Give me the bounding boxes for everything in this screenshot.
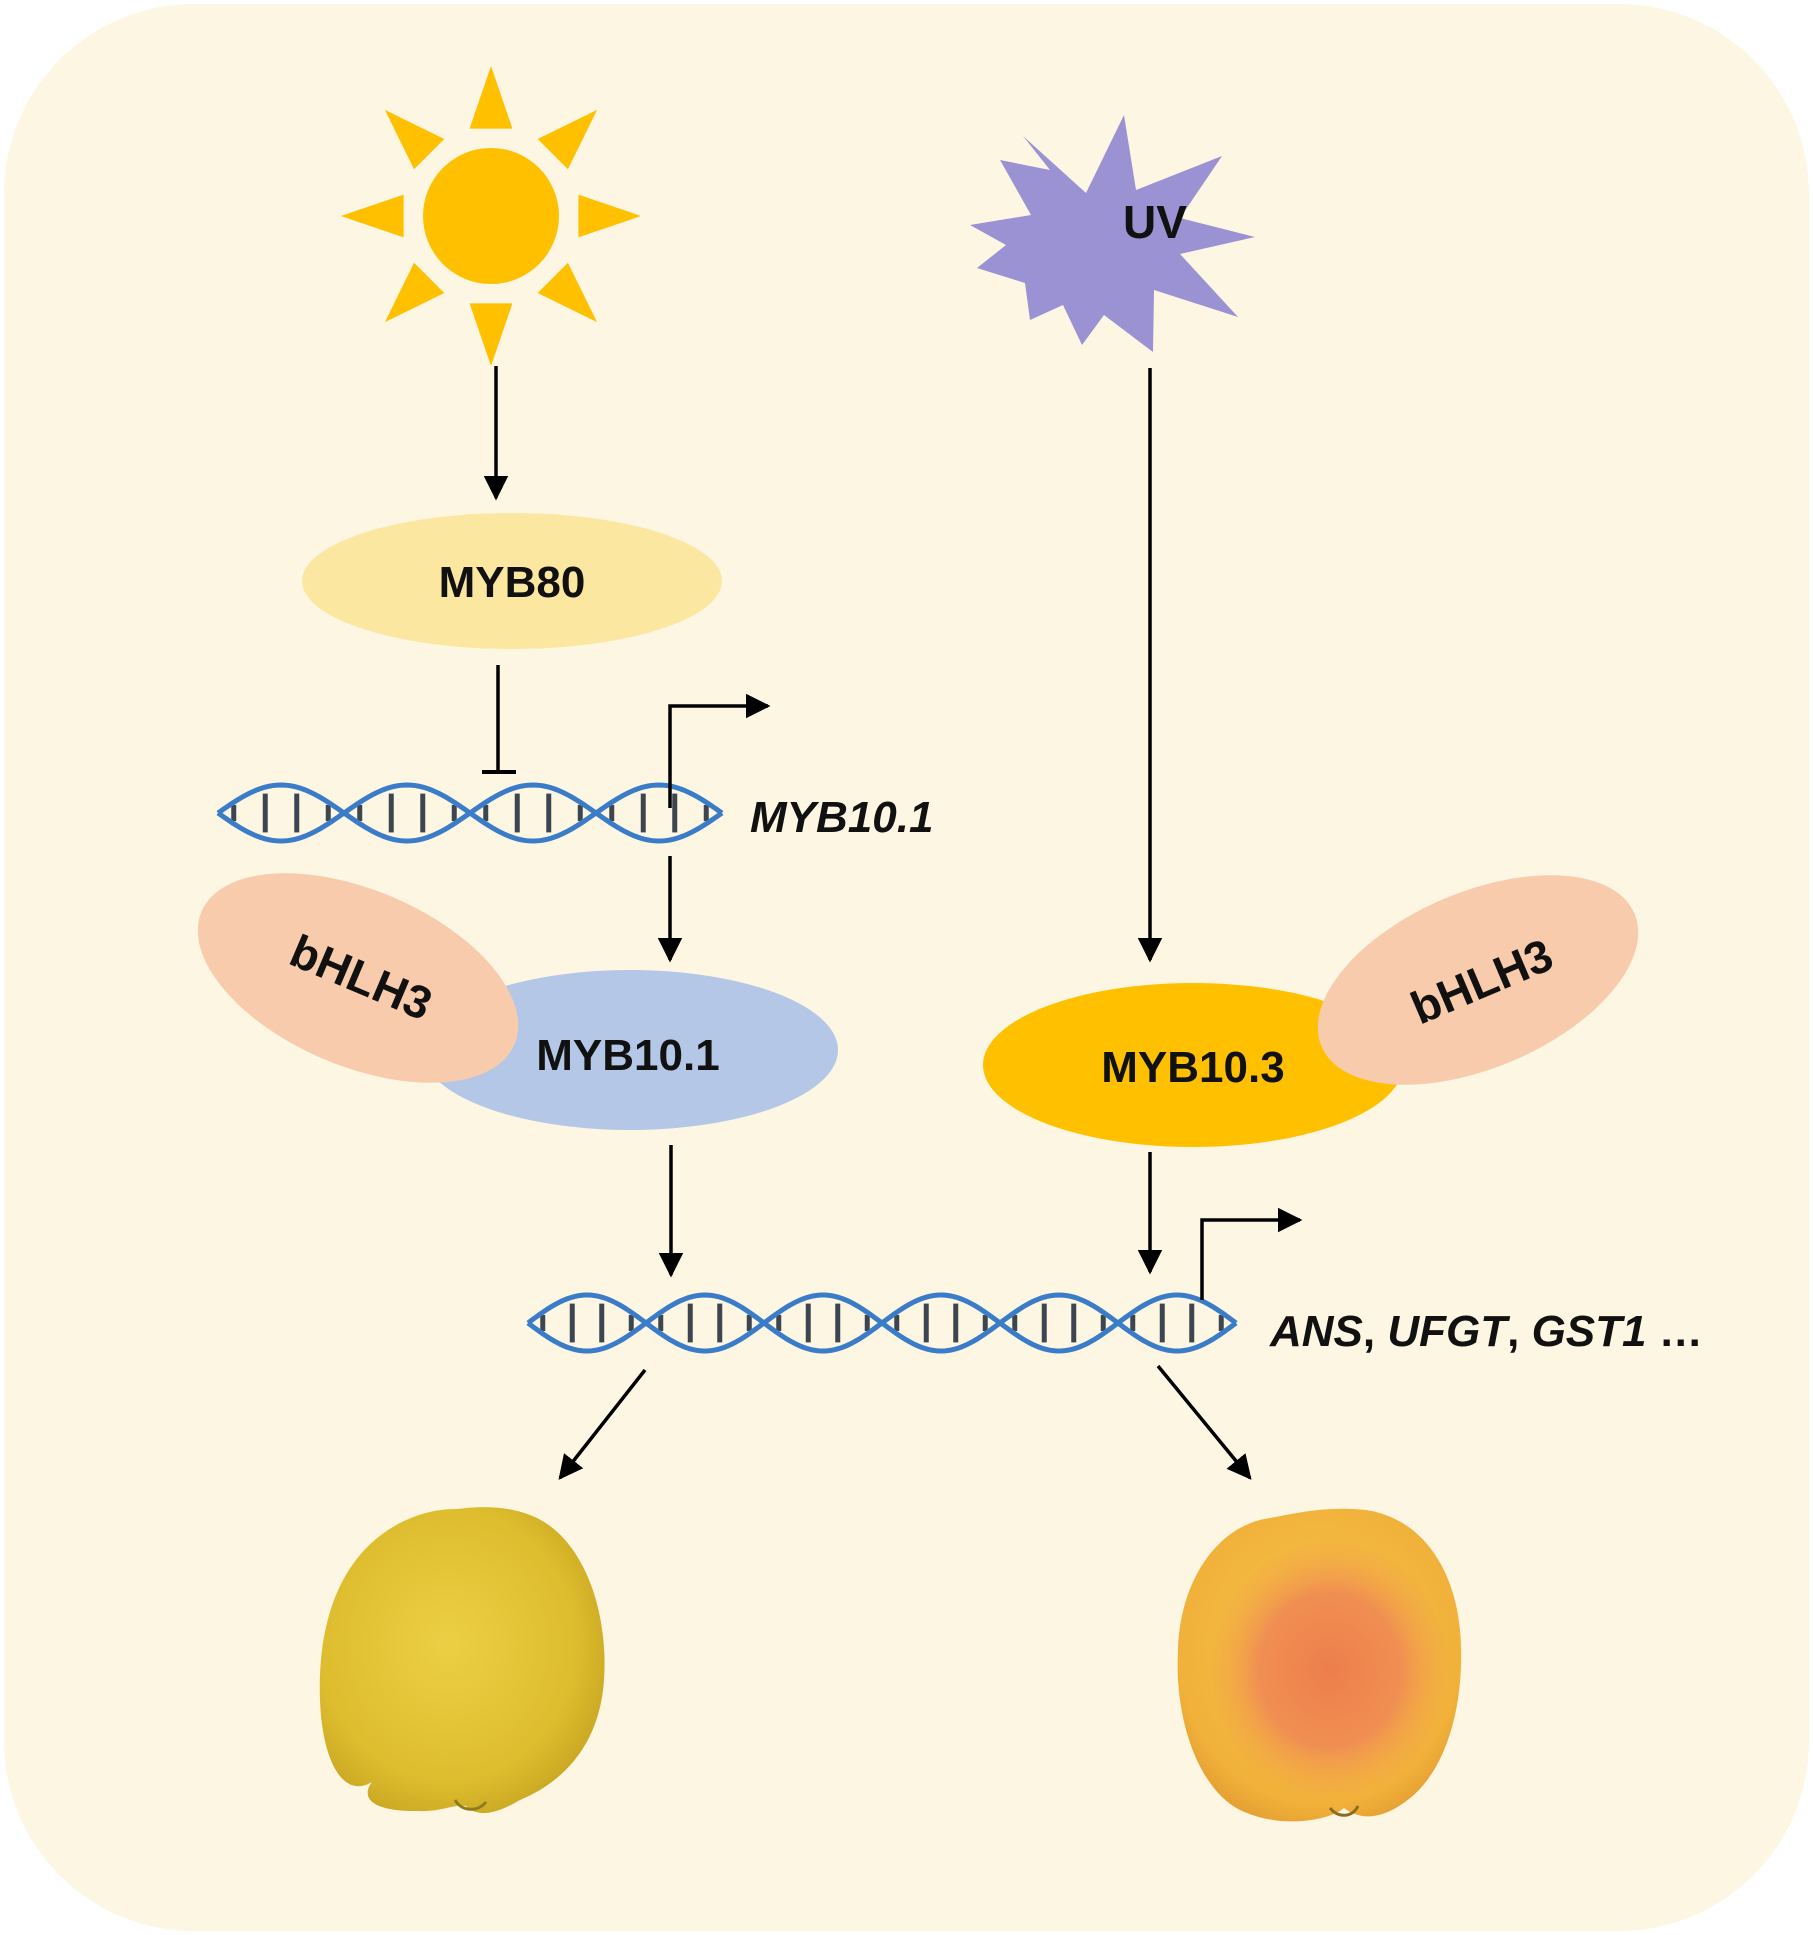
sun-icon [341,66,641,366]
sun-ray [469,66,513,129]
yellow-peach-body [319,1507,605,1814]
target-genes-label: ANS, UFGT, GST1 … [1269,1307,1703,1356]
myb10-1-bhlh3-complex: bHLH3 MYB10.1 [197,873,838,1130]
sun-disk [423,148,559,284]
myb80-protein: MYB80 [302,513,722,649]
myb10-1-protein-label: MYB10.1 [536,1031,719,1080]
dna-helix-myb10-1 [216,782,724,844]
dna-to-right-fruit-arrow [1156,1364,1252,1480]
ufgt-gene-label: UFGT [1387,1307,1510,1356]
ans-gene-label: ANS [1269,1307,1363,1356]
myb10-3-ellipse [983,983,1403,1147]
sun-ray [341,194,404,238]
separator-2: , [1507,1307,1531,1356]
myb80-inhibition-bar [482,665,516,774]
dna-to-left-fruit-arrow [558,1368,647,1480]
sun-rays [341,66,641,366]
sun-ray [469,303,513,366]
dna-strand [526,1292,1238,1354]
background-panel [4,4,1809,1931]
myb10-3-bhlh3-complex: bHLH3 MYB10.3 [983,875,1639,1147]
myb10-3-protein-label: MYB10.3 [1101,1043,1284,1092]
separator-1: , [1363,1307,1387,1356]
bhlh3-right-ellipse [1317,875,1639,1085]
dna-helix-target-genes [526,1292,1238,1354]
sun-ray [384,262,445,323]
ellipsis: … [1647,1307,1703,1356]
gst1-gene-label: GST1 [1532,1307,1647,1356]
uv-burst-shape [970,115,1255,352]
red-blushed-peach-icon [1177,1508,1462,1822]
sun-ray [537,109,598,170]
myb80-label: MYB80 [439,558,586,607]
bhlh3-left-ellipse [197,873,519,1083]
uv-label: UV [1123,196,1187,248]
sun-ray [384,109,445,170]
transcription-start-arrow-myb10-1 [668,693,771,808]
transcription-start-arrow-targets [1200,1207,1303,1300]
myb10-1-ellipse [422,970,838,1130]
sun-ray [537,262,598,323]
uv-burst-icon: UV [970,115,1255,352]
dna-strand [216,782,724,844]
myb80-ellipse [302,513,722,649]
yellow-peach-icon [319,1507,605,1814]
peach-blush [1212,1542,1448,1798]
sun-ray [578,194,641,238]
myb10-1-gene-label: MYB10.1 [750,793,933,842]
